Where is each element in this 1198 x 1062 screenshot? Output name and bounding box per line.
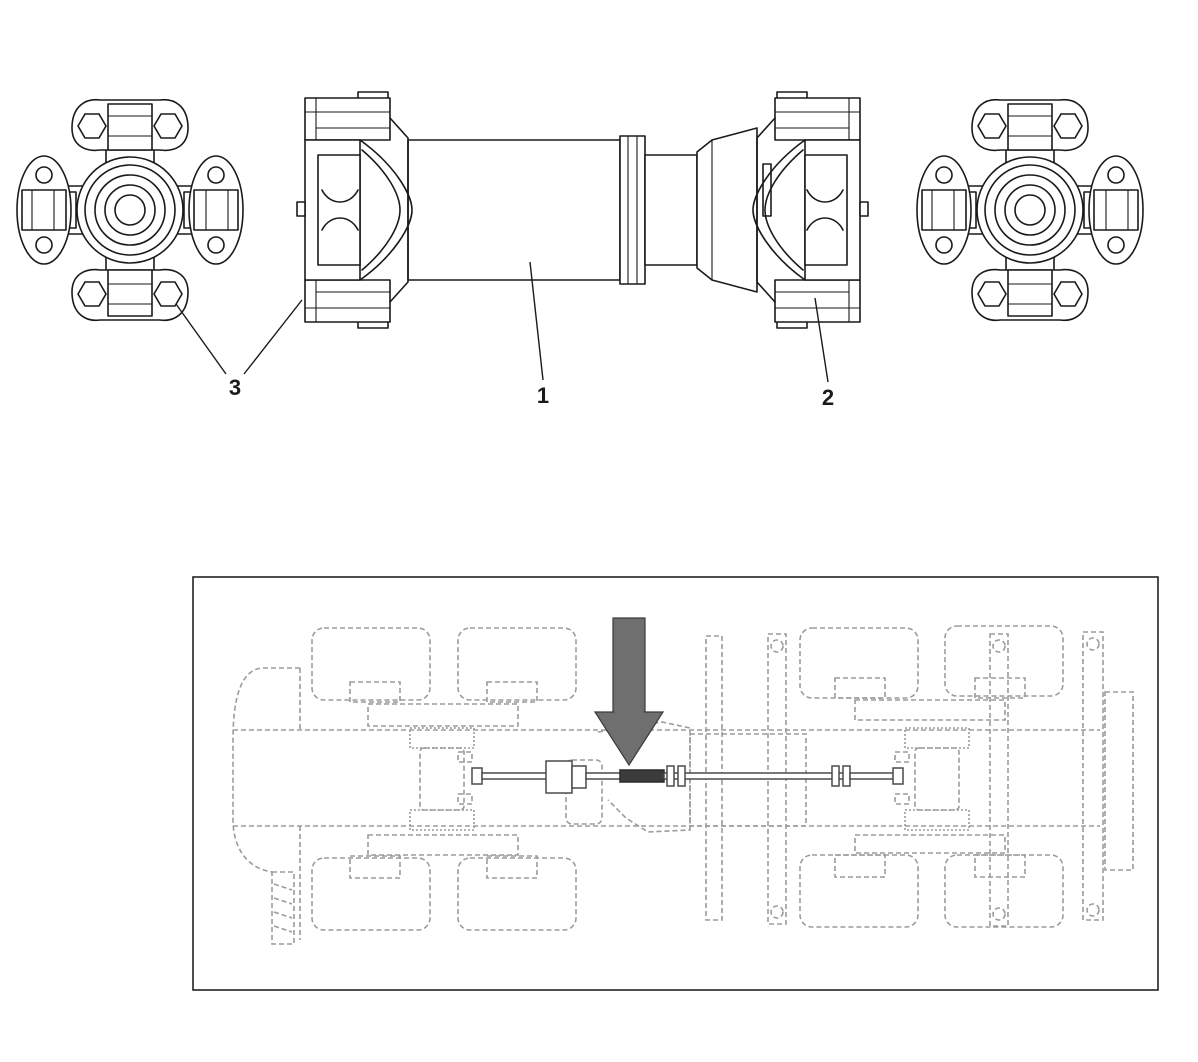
shaft-ring xyxy=(619,135,646,285)
propeller-shaft-line xyxy=(471,760,904,794)
left-cross-end-view xyxy=(17,100,243,321)
location-arrow xyxy=(593,617,665,767)
differential-flange xyxy=(409,727,475,749)
shaft-joint xyxy=(677,765,686,787)
differential-lug xyxy=(894,793,910,805)
wheel-hub xyxy=(486,681,538,703)
cross-member-bolt xyxy=(1086,903,1100,917)
center-bearing xyxy=(545,760,573,794)
differential-lug xyxy=(457,751,473,763)
wheel xyxy=(944,625,1064,697)
shaft-segment xyxy=(585,772,623,780)
differential-lug xyxy=(894,751,910,763)
steering-coil xyxy=(273,883,293,933)
callout-2-leader xyxy=(814,297,829,383)
cross-member xyxy=(989,633,1009,927)
axle-beam xyxy=(367,834,519,856)
wheel xyxy=(311,857,431,931)
callout-1-leader xyxy=(529,261,544,381)
axle-beam xyxy=(367,703,519,727)
wheel-hub xyxy=(974,677,1026,699)
callout-3-leader xyxy=(175,303,227,375)
wheel xyxy=(944,854,1064,928)
rear-bumper xyxy=(1104,691,1134,871)
cross-member-bolt xyxy=(992,907,1006,921)
cross-member-bolt xyxy=(770,639,784,653)
left-yoke xyxy=(296,91,413,329)
slip-spline xyxy=(644,154,698,266)
differential-housing xyxy=(419,747,465,811)
steering-gear xyxy=(271,871,295,945)
callout-3-label: 3 xyxy=(229,375,241,400)
cross-member-bolt xyxy=(770,905,784,919)
center-bearing-collar xyxy=(571,765,587,789)
callout-1-label: 1 xyxy=(537,383,549,408)
slip-yoke-cone xyxy=(696,127,758,293)
cross-member-bolt xyxy=(1086,637,1100,651)
shaft-segment xyxy=(663,772,851,780)
arrow-shaft xyxy=(612,617,646,715)
wheel-hub xyxy=(834,677,886,699)
shaft-joint xyxy=(831,765,840,787)
axle-beam xyxy=(854,699,1006,721)
wheel xyxy=(311,627,431,701)
shaft-end xyxy=(892,767,904,785)
shaft-segment xyxy=(849,772,895,780)
shaft-joint xyxy=(842,765,851,787)
shaft-segment xyxy=(481,772,549,780)
wheel-hub xyxy=(349,855,401,879)
callouts: 3 1 2 xyxy=(175,261,834,410)
callout-3-leader xyxy=(243,299,303,375)
wheel-hub xyxy=(486,855,538,879)
axle-beam xyxy=(854,834,1006,854)
callout-2-label: 2 xyxy=(822,385,834,410)
wheel xyxy=(799,627,919,699)
wheel-hub xyxy=(974,854,1026,878)
gearbox-outline xyxy=(597,721,691,833)
wheel xyxy=(457,857,577,931)
wheel-hub xyxy=(349,681,401,703)
differential-flange xyxy=(904,727,970,749)
location-diagram xyxy=(192,576,1159,991)
cross-member-bolt xyxy=(992,639,1006,653)
wheel xyxy=(457,627,577,701)
cab-outline xyxy=(232,667,300,873)
differential-flange xyxy=(904,809,970,831)
wheel xyxy=(799,854,919,928)
cross-member xyxy=(1082,631,1104,921)
shaft-tube xyxy=(407,139,621,281)
location-frame xyxy=(192,576,1159,991)
shaft-end xyxy=(471,767,483,785)
right-cross-end-view xyxy=(917,100,1143,321)
highlighted-shaft-section xyxy=(619,769,665,783)
arrow-head xyxy=(593,711,665,767)
shaft-joint xyxy=(666,765,675,787)
frame-section xyxy=(689,733,807,827)
differential-flange xyxy=(409,809,475,831)
differential-lug xyxy=(457,793,473,805)
wheel-hub xyxy=(834,854,886,878)
drive-shaft-assembly xyxy=(17,91,1143,329)
differential-housing xyxy=(914,747,960,811)
arrow-joint-mask xyxy=(614,709,644,715)
